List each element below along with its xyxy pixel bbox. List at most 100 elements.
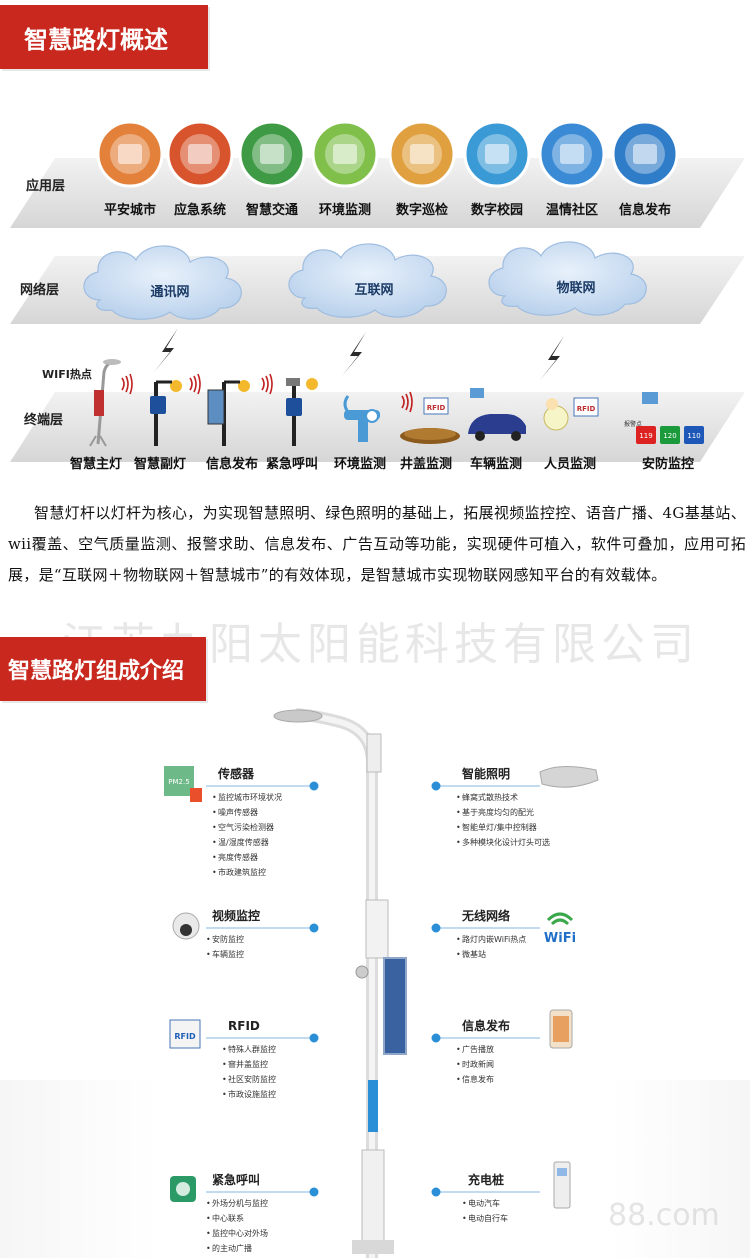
vehicle-monitor-icon — [468, 388, 526, 441]
smart-pole-illustration — [273, 708, 407, 1258]
component-bullet: • — [222, 1045, 227, 1054]
terminal-label: 紧急呼叫 — [266, 456, 318, 472]
connector-dot — [309, 923, 319, 933]
alarm-point-label: 报警点 — [624, 420, 642, 428]
cloud-comm-network: 通讯网 — [83, 245, 242, 320]
connector-dot — [431, 781, 441, 791]
app-icon-2 — [166, 120, 234, 188]
component-item: 外场分机与监控 — [212, 1198, 268, 1208]
component-item: 中心联系 — [212, 1213, 244, 1223]
component-bullet: • — [462, 1214, 467, 1223]
app-label: 平安城市 — [104, 202, 156, 218]
terminal-label: 车辆监测 — [470, 456, 522, 472]
component-item: 监控中心对外场 — [212, 1228, 268, 1238]
component-item: 温/湿度传感器 — [218, 837, 269, 847]
right-lighting-title: 智能照明 — [461, 766, 510, 781]
component-bullet: • — [206, 1214, 211, 1223]
overview-description: 智慧灯杆以灯杆为核心，为实现智慧照明、绿色照明的基础上，拓展视频监控控、语音广播… — [8, 504, 746, 584]
right-info-title: 信息发布 — [462, 1018, 510, 1033]
terminal-label: 信息发布 — [206, 456, 258, 472]
component-item: 广告播放 — [462, 1044, 494, 1054]
cloud-iot: 物联网 — [488, 241, 647, 316]
app-label: 应急系统 — [174, 202, 226, 218]
component-item: 基于亮度均匀的配光 — [462, 807, 534, 817]
component-bullet: • — [206, 950, 211, 959]
camera-icon — [355, 965, 369, 979]
component-item: 特殊人群监控 — [228, 1044, 276, 1054]
terminal-label: 井盖监测 — [400, 456, 452, 472]
app-icon-4 — [311, 120, 379, 188]
person-monitor-icon: RFID — [543, 397, 599, 431]
left-rfid-title: RFID — [228, 1019, 260, 1033]
component-bullet: • — [212, 838, 217, 847]
component-item: 安防监控 — [212, 934, 244, 944]
component-bullet: • — [456, 1060, 461, 1069]
app-layer-label: 应用层 — [26, 178, 65, 194]
rfid-icon: RFID — [169, 1019, 201, 1049]
wireless-signal-icon — [121, 373, 133, 395]
ambulance-number: 120 — [663, 432, 676, 440]
police-number: 110 — [687, 432, 700, 440]
composition-title-text: 智慧路灯组成介绍 — [8, 658, 185, 684]
app-label: 数字校园 — [471, 202, 523, 218]
site-watermark: 88.com — [608, 1198, 720, 1233]
env-monitor-icon — [343, 395, 380, 442]
left-video-title: 视频监控 — [212, 908, 260, 923]
component-item: 路灯内嵌WiFi热点 — [462, 934, 526, 944]
wireless-signal-icon — [189, 373, 201, 395]
sub-streetlight-icon — [150, 380, 182, 446]
component-bullet: • — [456, 1045, 461, 1054]
component-item: 市政设施监控 — [228, 1089, 276, 1099]
pm25-sensor-icon: PM2.5 — [164, 766, 202, 802]
component-item: 微基站 — [462, 949, 486, 959]
pole-screen-icon — [383, 957, 407, 1055]
app-icon-6 — [463, 120, 531, 188]
component-item: 社区安防监控 — [228, 1074, 276, 1084]
manhole-monitor-icon: RFID — [400, 397, 460, 444]
connector-dot — [309, 1033, 319, 1043]
component-bullet: • — [212, 853, 217, 862]
connector-dot — [431, 1187, 441, 1197]
emergency-call-icon — [170, 1176, 196, 1202]
terminal-label: 智慧主灯 — [70, 456, 122, 472]
app-label: 环境监测 — [319, 202, 371, 218]
component-bullet: • — [212, 823, 217, 832]
cloud-label-internet: 互联网 — [354, 283, 393, 298]
component-item: 亮度传感器 — [218, 852, 258, 862]
component-item: 蜂窝式散热技术 — [462, 792, 518, 802]
component-bullet: • — [462, 1199, 467, 1208]
app-icon-1 — [96, 120, 164, 188]
streetlight-composition-diagram: PM2.5 RFID WiFi 传感器•监控城市环境状况•噪声传感器•空气污染检… — [164, 708, 599, 1258]
component-item: 的主动广播 — [212, 1243, 252, 1253]
connector-dot — [309, 1187, 319, 1197]
component-item: 多种模块化设计灯头可选 — [462, 837, 550, 847]
cloud-label-comm: 通讯网 — [150, 284, 189, 300]
app-label: 温情社区 — [546, 202, 598, 218]
signal-bolt-icon — [342, 332, 366, 376]
wireless-signal-icon — [261, 373, 273, 395]
terminal-layer-label: 终端层 — [24, 412, 63, 428]
lamp-head-icon — [273, 709, 323, 723]
info-screen-icon — [207, 380, 250, 446]
component-item: 电动自行车 — [468, 1213, 508, 1223]
component-bullet: • — [206, 935, 211, 944]
composition-section-title: 智慧路灯组成介绍 — [0, 637, 206, 701]
component-bullet: • — [212, 808, 217, 817]
connector-dot — [431, 1033, 441, 1043]
app-label: 信息发布 — [619, 202, 671, 218]
pm-label: PM2.5 — [168, 778, 189, 786]
component-item: 信息发布 — [462, 1074, 494, 1084]
app-icon-5 — [388, 120, 456, 188]
rfid-tag-label: RFID — [427, 404, 446, 412]
security-monitor-icon: 报警点 119 120 110 — [624, 392, 704, 444]
component-bullet: • — [206, 1199, 211, 1208]
terminal-label: 安防监控 — [642, 456, 694, 472]
terminal-label: 人员监测 — [544, 456, 596, 472]
dome-camera-icon — [172, 912, 200, 940]
overview-section-title: 智慧路灯概述 — [0, 5, 208, 69]
left-sensor-title: 传感器 — [217, 766, 255, 781]
component-bullet: • — [456, 838, 461, 847]
charging-pile-icon — [553, 1161, 571, 1209]
component-bullet: • — [222, 1060, 227, 1069]
right-wireless-title: 无线网络 — [461, 908, 510, 923]
